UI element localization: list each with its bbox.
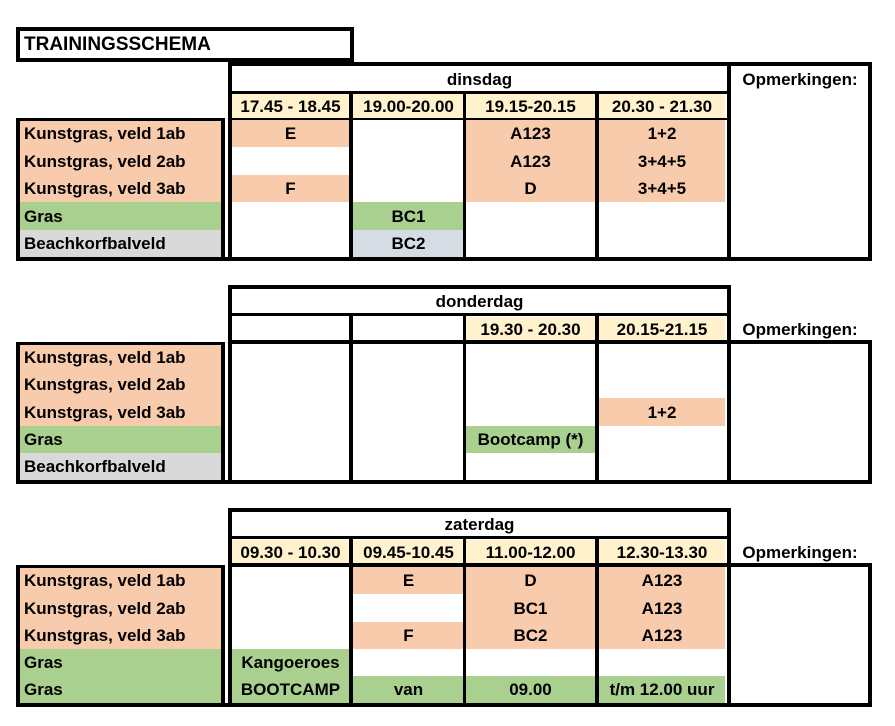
row-label: Kunstgras, veld 1ab [20, 120, 221, 147]
table-border [221, 118, 225, 261]
table-border [868, 62, 872, 261]
time-header: 17.45 - 18.45 [232, 94, 349, 118]
schedule-cell: E [232, 120, 349, 147]
time-header: 09.30 - 10.30 [232, 540, 349, 564]
row-label: Kunstgras, veld 3ab [20, 398, 221, 426]
table-border [463, 94, 466, 261]
time-header: 20.15-21.15 [599, 317, 725, 341]
remarks-header: Opmerkingen: [742, 319, 858, 339]
schedule-cell: BOOTCAMP [232, 676, 349, 703]
row-label: Kunstgras, veld 1ab [20, 567, 221, 594]
day-header: donderdag [435, 291, 524, 311]
table-border [228, 285, 232, 484]
schedule-cell: E [353, 567, 464, 594]
table-border [16, 118, 225, 121]
row-label: Kunstgras, veld 2ab [20, 594, 221, 622]
time-header: 19.00-20.00 [353, 94, 464, 118]
table-border [228, 285, 731, 289]
day-header: zaterdag [444, 514, 515, 534]
table-border [868, 340, 872, 484]
row-label: Kunstgras, veld 2ab [20, 147, 221, 175]
schedule-cell: 1+2 [599, 398, 725, 426]
table-border [228, 62, 872, 66]
row-label: Beachkorfbalveld [20, 230, 221, 257]
table-border [16, 480, 872, 484]
schedule-cell: 3+4+5 [599, 175, 725, 202]
remarks-header: Opmerkingen: [742, 542, 858, 562]
table-border [228, 340, 872, 344]
time-header: 20.30 - 21.30 [599, 94, 725, 118]
table-border [463, 316, 466, 484]
schedule-cell: 1+2 [599, 120, 725, 147]
page-title: TRAININGSSCHEMA [24, 34, 211, 55]
day-header: dinsdag [446, 69, 513, 89]
schedule-cell: A123 [466, 120, 595, 147]
schedule-cell: A123 [466, 147, 595, 175]
schedule-cell: van [353, 676, 464, 703]
row-label: Kunstgras, veld 3ab [20, 175, 221, 202]
table-border [595, 94, 599, 261]
table-border [228, 563, 872, 567]
schedule-cell: t/m 12.00 uur [599, 676, 725, 703]
schedule-cell: F [232, 175, 349, 202]
table-border [228, 508, 232, 707]
row-label: Gras [20, 649, 221, 676]
remarks-header: Opmerkingen: [742, 69, 858, 89]
schedule-cell: 3+4+5 [599, 147, 725, 175]
schedule-cell: D [466, 175, 595, 202]
schedule-cell: BC1 [353, 202, 464, 230]
table-border [595, 316, 599, 484]
schedule-cell: D [466, 567, 595, 594]
schedule-cell: F [353, 622, 464, 649]
table-border [228, 508, 731, 512]
table-border [727, 62, 731, 261]
title-box [16, 27, 354, 62]
time-header: 19.30 - 20.30 [466, 317, 595, 341]
table-border [221, 565, 225, 707]
table-border [228, 62, 232, 261]
table-border [16, 703, 872, 707]
table-border [463, 539, 466, 707]
schedule-cell: BC2 [466, 622, 595, 649]
table-border [228, 313, 731, 316]
time-header: 12.30-13.30 [599, 540, 725, 564]
schedule-cell: A123 [599, 622, 725, 649]
row-label: Kunstgras, veld 3ab [20, 622, 221, 649]
table-border [349, 539, 353, 707]
row-label: Gras [20, 676, 221, 703]
table-border [228, 536, 731, 539]
table-border [349, 316, 353, 484]
row-label: Gras [20, 202, 221, 230]
table-border [868, 563, 872, 707]
table-border [727, 285, 731, 484]
row-label: Gras [20, 426, 221, 453]
schedule-cell: 09.00 [466, 676, 595, 703]
row-label: Kunstgras, veld 2ab [20, 371, 221, 398]
table-border [16, 342, 225, 345]
schedule-cell: Bootcamp (*) [466, 426, 595, 453]
schedule-cell: A123 [599, 567, 725, 594]
row-label: Beachkorfbalveld [20, 453, 221, 480]
table-border [727, 508, 731, 707]
schedule-cell: A123 [599, 594, 725, 622]
time-header: 09.45-10.45 [353, 540, 464, 564]
table-border [16, 257, 872, 261]
table-border [16, 342, 20, 484]
table-border [228, 118, 731, 120]
schedule-cell: Kangoeroes [232, 649, 349, 676]
time-header: 11.00-12.00 [466, 540, 595, 564]
table-border [16, 118, 20, 261]
table-border [228, 91, 731, 94]
row-label: Kunstgras, veld 1ab [20, 344, 221, 371]
table-border [349, 94, 353, 261]
schedule-cell: BC2 [353, 230, 464, 257]
table-border [16, 565, 20, 707]
table-border [595, 539, 599, 707]
table-border [16, 565, 225, 568]
schedule-cell: BC1 [466, 594, 595, 622]
time-header: 19.15-20.15 [466, 94, 595, 118]
table-border [221, 342, 225, 484]
